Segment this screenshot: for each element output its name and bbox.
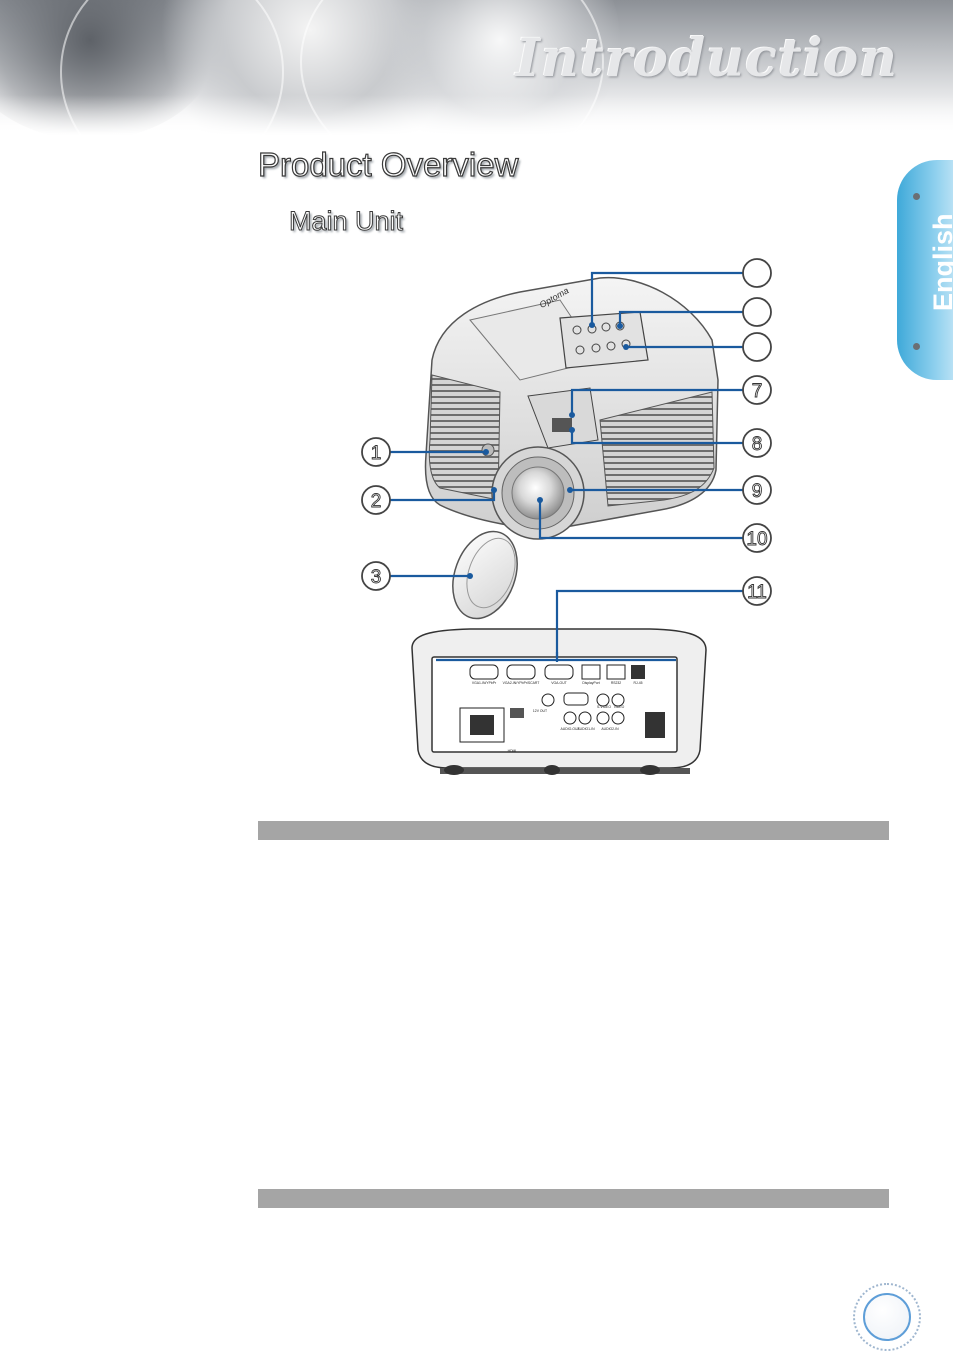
header-banner bbox=[0, 0, 953, 135]
panel-label-group: VGA1-IN/YPbPr VGA2-IN/YPbPr/SCART VGA-OUT D… bbox=[472, 681, 643, 753]
callout-number: 11 bbox=[747, 582, 767, 603]
callout-badge bbox=[742, 258, 772, 288]
panel-port-label: VGA1-IN/YPbPr bbox=[472, 681, 497, 685]
panel-port-label: VGA-OUT bbox=[551, 681, 566, 685]
callout-number: 10 bbox=[746, 529, 767, 550]
page-number-badge bbox=[863, 1293, 911, 1341]
callout-badge bbox=[361, 485, 391, 515]
chapter-title: Introduction bbox=[515, 28, 898, 89]
callout-badge bbox=[742, 375, 772, 405]
section-divider-bar bbox=[258, 1189, 889, 1208]
subsection-title: Main Unit bbox=[288, 206, 404, 237]
panel-port-label: RJ-45 bbox=[633, 681, 642, 685]
callout-number: 7 bbox=[752, 381, 763, 402]
callout-number: 8 bbox=[752, 434, 763, 455]
panel-port-label: VIDEO bbox=[614, 705, 625, 709]
callout-badge bbox=[742, 523, 772, 553]
banner-fade bbox=[0, 95, 953, 135]
callout-badge bbox=[742, 332, 772, 362]
callout-number: 3 bbox=[371, 567, 382, 588]
callout-badge bbox=[742, 576, 772, 606]
panel-port-label: AUDIO1-IN bbox=[577, 727, 595, 731]
panel-port-label: 12V OUT bbox=[533, 709, 547, 713]
callout-endpoints bbox=[467, 322, 629, 579]
callout-badge bbox=[361, 561, 391, 591]
panel-port-label: AUDIO2-IN bbox=[601, 727, 619, 731]
panel-port-label: S-VIDEO bbox=[597, 705, 611, 709]
callout-number: 9 bbox=[752, 481, 763, 502]
lens-cap bbox=[452, 530, 518, 620]
callout-badge bbox=[742, 297, 772, 327]
panel-port-label: RS232 bbox=[611, 681, 621, 685]
panel-port-label: DisplayPort bbox=[582, 681, 599, 685]
page-number-ring bbox=[853, 1283, 921, 1351]
callout-badge-group: 1 2 3 7 8 9 10 11 bbox=[361, 258, 772, 606]
language-tab-dot bbox=[913, 193, 920, 200]
panel-port-label: HDMI bbox=[508, 749, 517, 753]
language-tab bbox=[897, 160, 953, 380]
panel-port-label: VGA2-IN/YPbPr/SCART bbox=[503, 681, 540, 685]
banner-arc bbox=[60, 0, 284, 135]
callout-badge bbox=[742, 428, 772, 458]
projector-rear-view bbox=[411, 628, 707, 775]
callout-badge bbox=[361, 437, 391, 467]
section-title: Product Overview bbox=[257, 145, 519, 183]
banner-arc bbox=[300, 0, 604, 135]
callout-number: 1 bbox=[371, 443, 382, 464]
callout-badge bbox=[742, 475, 772, 505]
callout-lines bbox=[390, 271, 744, 662]
language-tab-dot bbox=[913, 343, 920, 350]
panel-port-label: AUDIO-OUT bbox=[560, 727, 579, 731]
callout-number: 2 bbox=[371, 491, 382, 512]
section-divider-bar bbox=[258, 821, 889, 840]
